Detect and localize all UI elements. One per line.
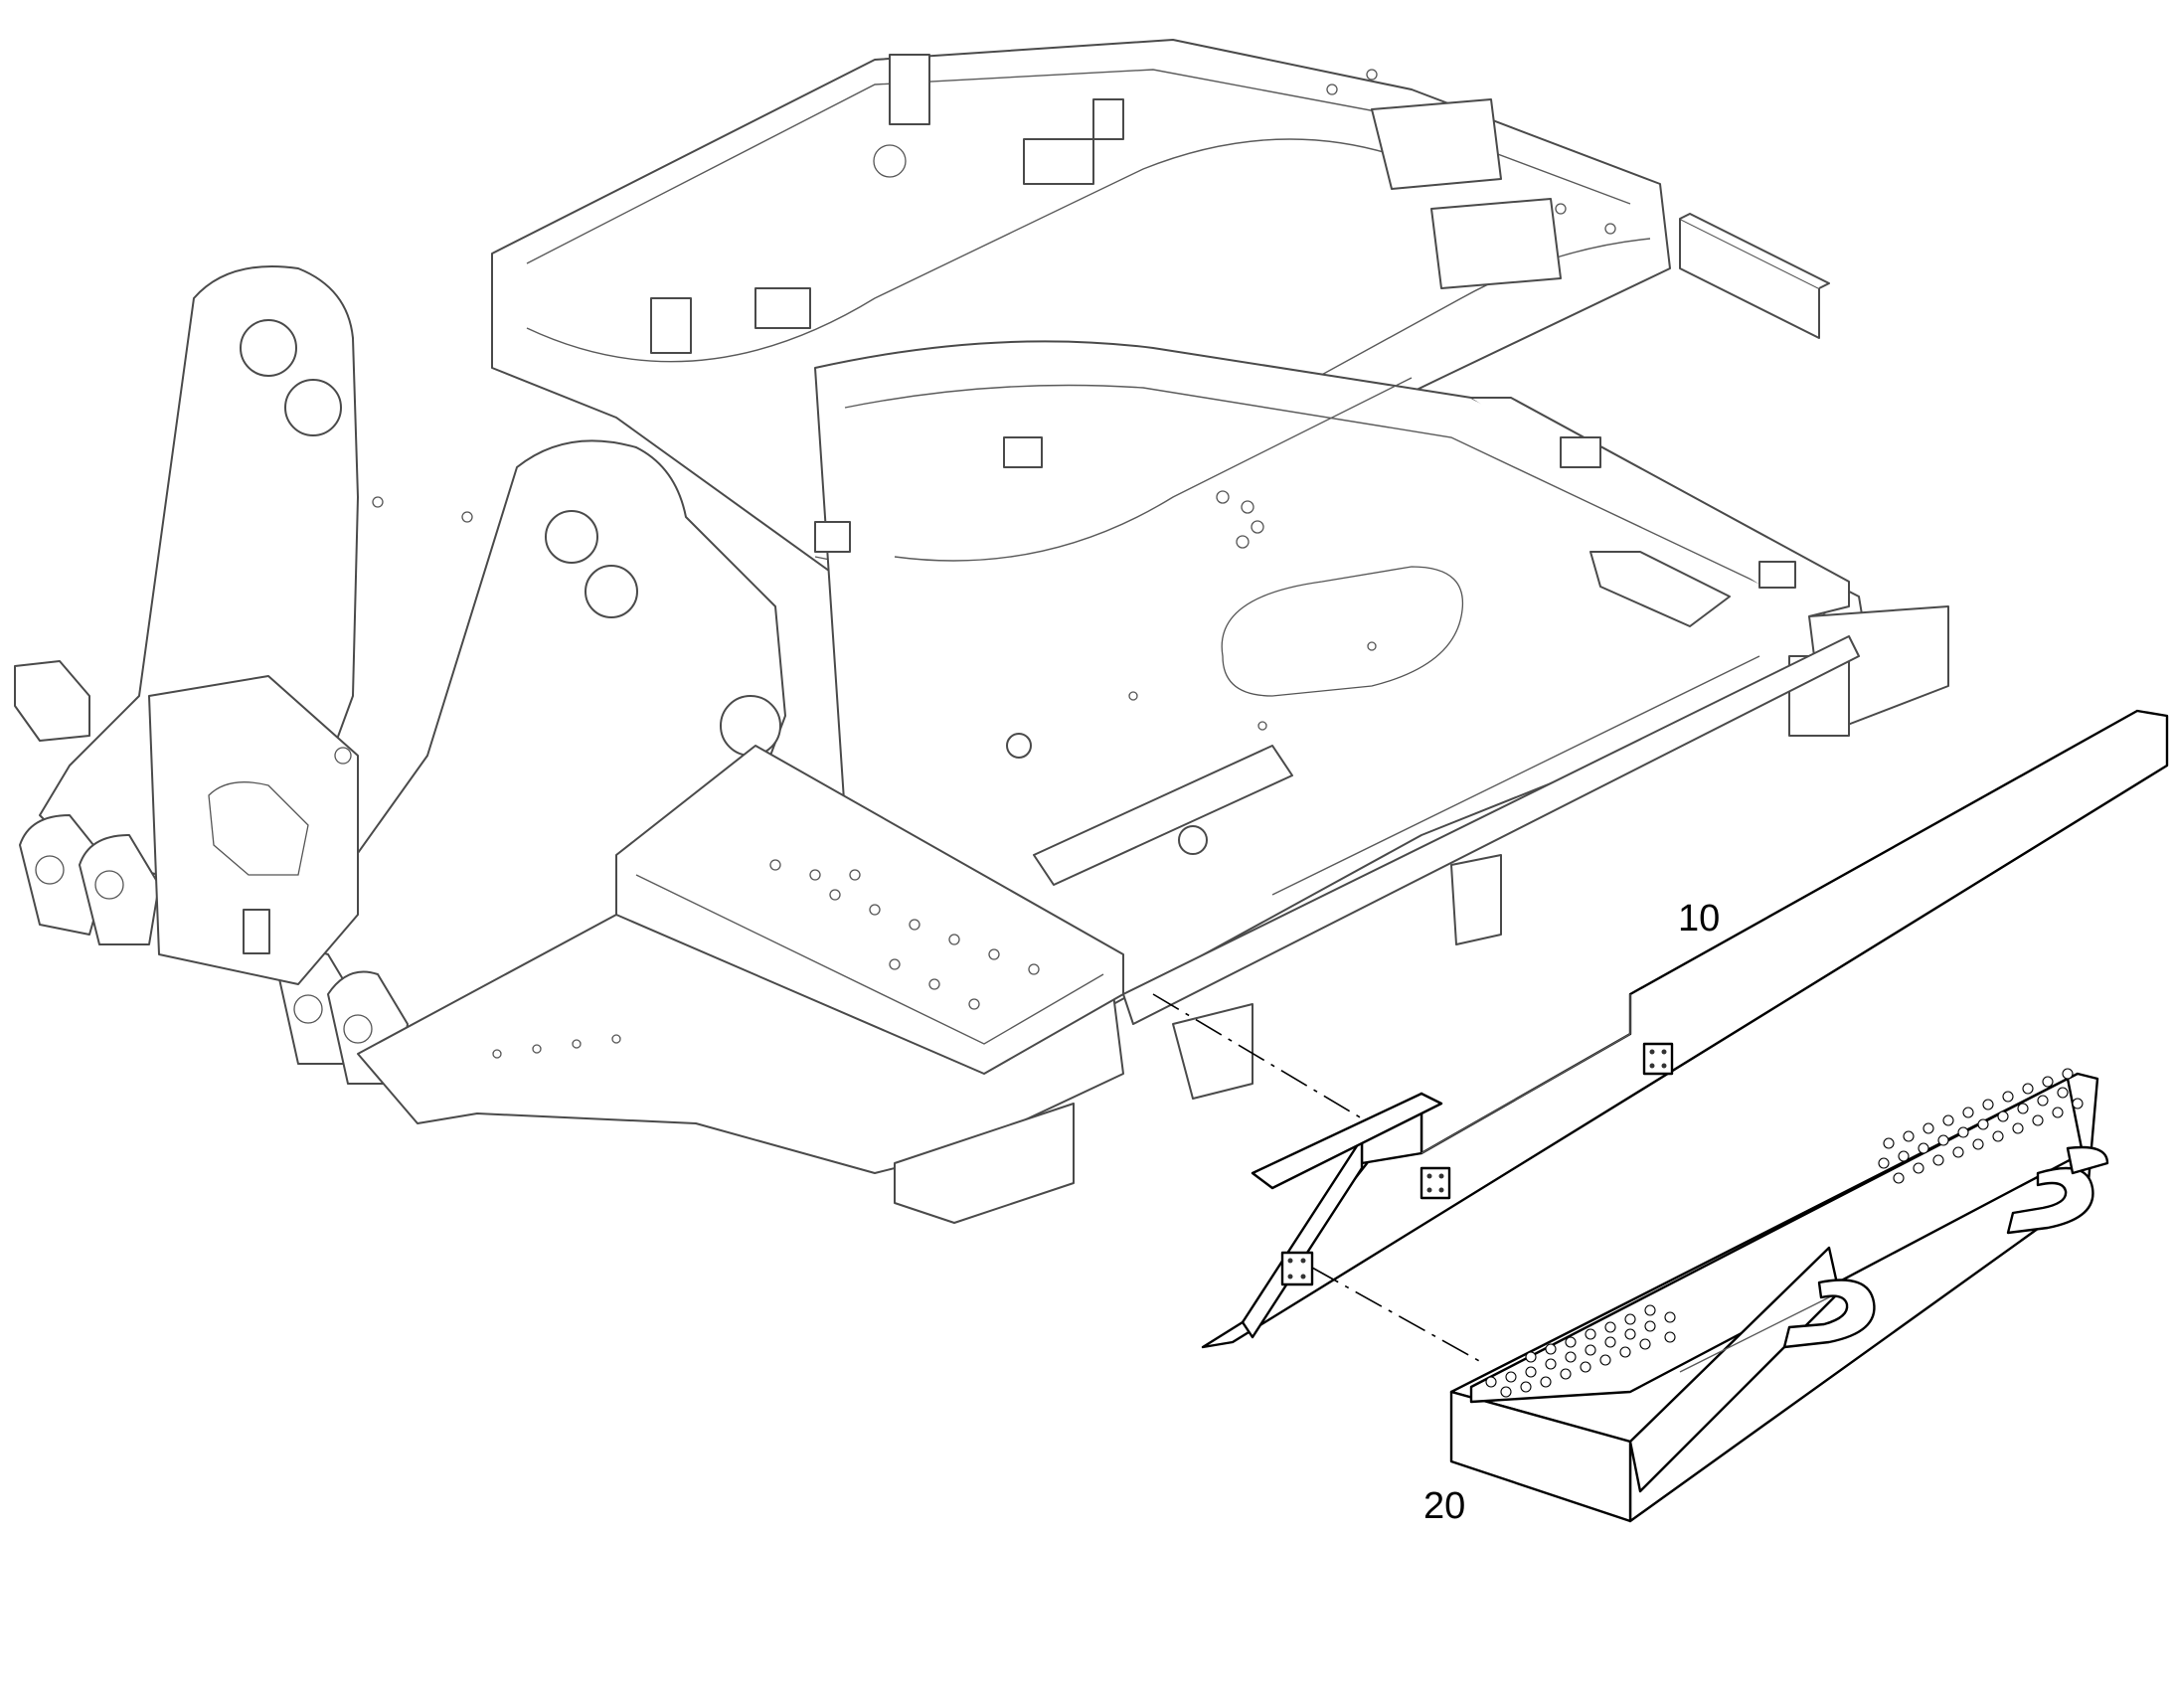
part-20-step [1449, 1068, 2109, 1523]
front-platform [357, 635, 1860, 1224]
assembly-line-upper [1152, 993, 1363, 1119]
perforation-left [1485, 1304, 1676, 1398]
boom-tower [14, 265, 786, 1085]
part-10-side-channel [1201, 709, 2169, 1349]
callout-label-20: 20 [1423, 1485, 1466, 1527]
rear-frame-upper [491, 39, 1830, 598]
assembly-line-lower [1311, 1267, 1482, 1363]
callout-label-10: 10 [1678, 898, 1721, 939]
perforation-right [1878, 1068, 2084, 1184]
